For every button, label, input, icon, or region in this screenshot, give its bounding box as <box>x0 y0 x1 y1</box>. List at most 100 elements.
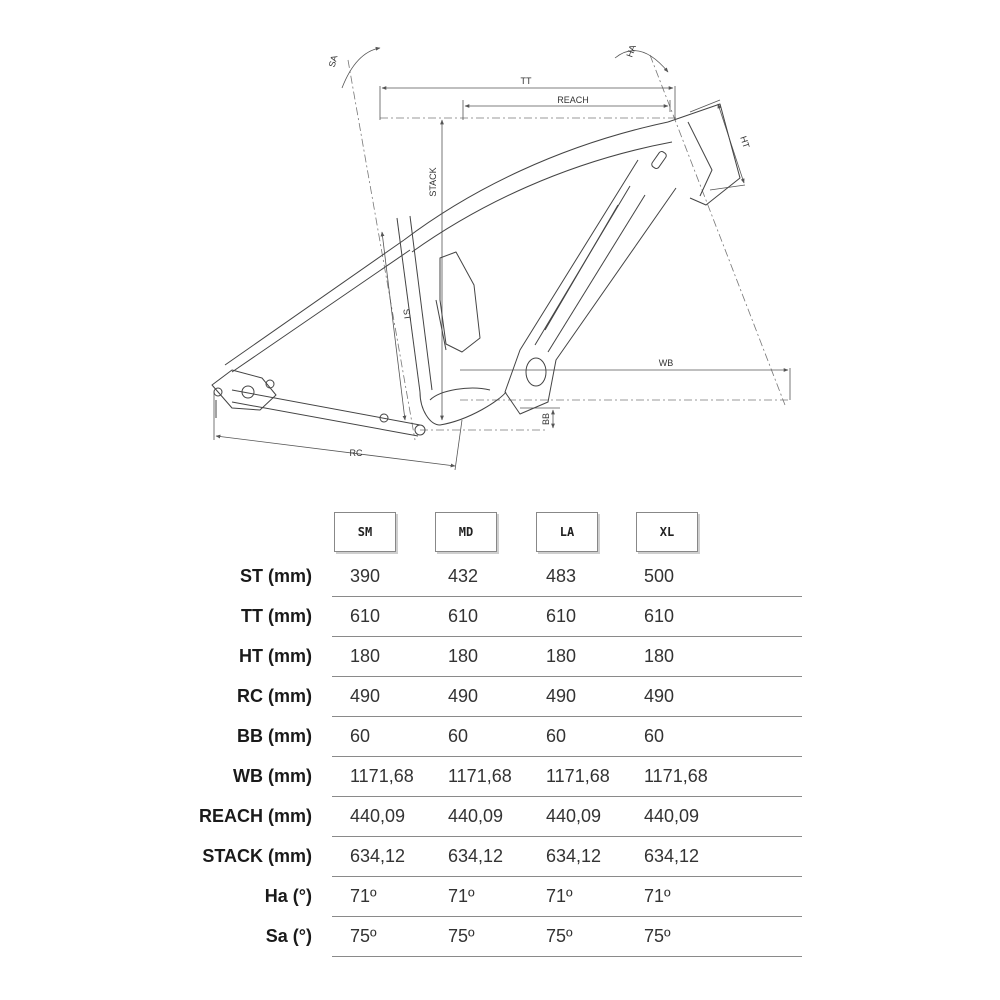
label-reach: REACH <box>557 95 589 105</box>
chain-stay <box>231 389 421 426</box>
sa-angle-arc <box>341 46 381 89</box>
label-tt: TT <box>521 76 532 86</box>
table-row: ST (mm) 390 432 483 500 <box>0 558 1000 598</box>
water-bottle <box>439 251 481 353</box>
cell-sm: 634,12 <box>350 846 406 866</box>
cell-md: 440,09 <box>448 806 504 826</box>
label-bb: BB <box>541 413 551 425</box>
seat-tube <box>396 217 421 393</box>
cell-xl: 490 <box>644 686 675 706</box>
head-tube <box>667 103 741 206</box>
st-dimension <box>380 231 407 421</box>
row-divider <box>332 676 802 677</box>
label-stack: STACK <box>428 167 438 196</box>
frame-geometry-diagram: SA HA TT REACH HT STACK ST WB BB RC <box>211 43 791 471</box>
cell-md: 634,12 <box>448 846 504 866</box>
cell-sm: 60 <box>350 726 371 746</box>
size-header-sm: SM <box>334 512 396 552</box>
row-label: ST (mm) <box>240 566 312 586</box>
cell-la: 634,12 <box>546 846 602 866</box>
cell-la: 71º <box>546 886 573 906</box>
cell-sm: 490 <box>350 686 381 706</box>
row-label: WB (mm) <box>233 766 312 786</box>
row-label: STACK (mm) <box>202 846 312 866</box>
dimension-lines <box>213 46 791 471</box>
cell-md: 180 <box>448 646 479 666</box>
table-row: BB (mm) 60 60 60 60 <box>0 718 1000 758</box>
cell-md: 432 <box>448 566 479 586</box>
cell-xl: 71º <box>644 886 671 906</box>
table-row: TT (mm) 610 610 610 610 <box>0 598 1000 638</box>
table-row: Sa (°) 75º 75º 75º 75º <box>0 918 1000 958</box>
table-row: STACK (mm) 634,12 634,12 634,12 634,12 <box>0 838 1000 878</box>
row-divider <box>332 956 802 957</box>
table-row: Ha (°) 71º 71º 71º 71º <box>0 878 1000 918</box>
row-divider <box>332 596 802 597</box>
cell-xl: 1171,68 <box>644 766 708 786</box>
cell-sm: 71º <box>350 886 377 906</box>
cell-sm: 440,09 <box>350 806 406 826</box>
size-header-la: LA <box>536 512 598 552</box>
row-divider <box>332 756 802 757</box>
rear-dropout <box>211 369 277 411</box>
table-row: WB (mm) 1171,68 1171,68 1171,68 1171,68 <box>0 758 1000 798</box>
cell-md: 610 <box>448 606 479 626</box>
row-label: HT (mm) <box>239 646 312 666</box>
cell-xl: 500 <box>644 566 675 586</box>
cell-la: 60 <box>546 726 567 746</box>
cell-xl: 60 <box>644 726 665 746</box>
seat-stay <box>224 239 405 366</box>
cell-sm: 390 <box>350 566 381 586</box>
rc-dimension <box>215 434 456 468</box>
cell-md: 71º <box>448 886 475 906</box>
cell-xl: 440,09 <box>644 806 700 826</box>
row-label: REACH (mm) <box>198 806 312 826</box>
cell-la: 1171,68 <box>546 766 610 786</box>
size-header-md: MD <box>435 512 497 552</box>
cell-sm: 180 <box>350 646 381 666</box>
cell-la: 610 <box>546 606 577 626</box>
row-divider <box>332 716 802 717</box>
cell-sm: 1171,68 <box>350 766 414 786</box>
bike-frame <box>211 103 741 437</box>
down-tube <box>504 159 677 415</box>
cell-xl: 75º <box>644 926 671 946</box>
ha-angle-arc <box>614 50 669 73</box>
size-header-xl: XL <box>636 512 698 552</box>
label-ha: HA <box>624 43 638 58</box>
label-sa: SA <box>327 54 340 68</box>
label-ht: HT <box>738 135 751 150</box>
cell-sm: 75º <box>350 926 377 946</box>
cell-la: 440,09 <box>546 806 602 826</box>
cell-md: 60 <box>448 726 469 746</box>
row-label: Sa (°) <box>265 926 312 946</box>
row-label: Ha (°) <box>264 886 312 906</box>
row-label: TT (mm) <box>241 606 312 626</box>
cell-md: 1171,68 <box>448 766 512 786</box>
cell-md: 75º <box>448 926 475 946</box>
row-divider <box>332 796 802 797</box>
cell-la: 483 <box>546 566 577 586</box>
cell-xl: 180 <box>644 646 675 666</box>
cell-la: 75º <box>546 926 573 946</box>
cell-sm: 610 <box>350 606 381 626</box>
row-divider <box>332 836 802 837</box>
motor <box>525 357 547 387</box>
label-wb: WB <box>659 358 674 368</box>
table-row: RC (mm) 490 490 490 490 <box>0 678 1000 718</box>
label-rc: RC <box>350 448 363 458</box>
row-label: RC (mm) <box>237 686 312 706</box>
row-label: BB (mm) <box>237 726 312 746</box>
cell-la: 490 <box>546 686 577 706</box>
cell-xl: 634,12 <box>644 846 700 866</box>
table-row: HT (mm) 180 180 180 180 <box>0 638 1000 678</box>
table-row: REACH (mm) 440,09 440,09 440,09 440,09 <box>0 798 1000 838</box>
row-divider <box>332 636 802 637</box>
row-divider <box>332 876 802 877</box>
cell-md: 490 <box>448 686 479 706</box>
cell-xl: 610 <box>644 606 675 626</box>
cell-la: 180 <box>546 646 577 666</box>
label-st: ST <box>401 308 413 321</box>
row-divider <box>332 916 802 917</box>
top-tube <box>403 121 669 241</box>
